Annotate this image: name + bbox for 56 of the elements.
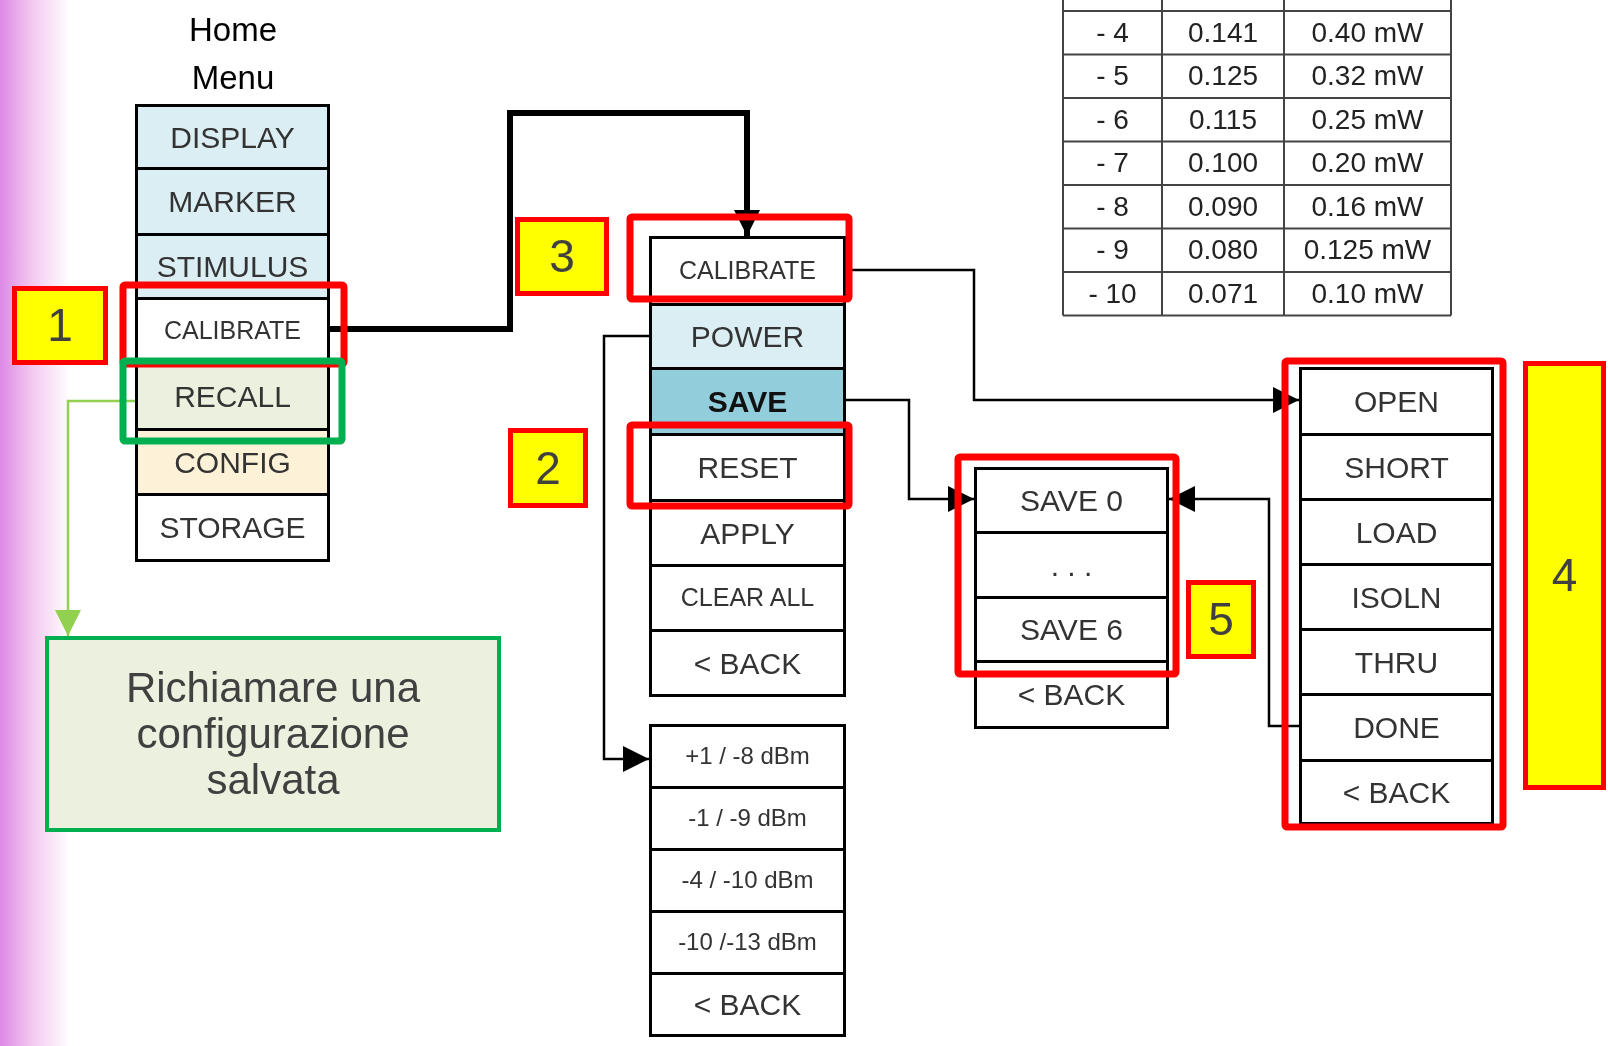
- menu-item: OPEN: [1299, 367, 1494, 436]
- menu-item: SAVE 0: [974, 467, 1169, 534]
- table-cell-text: 0.40 mW: [1310, 15, 1425, 50]
- arrow: [846, 398, 974, 512]
- table-cell-text: - 9: [1095, 233, 1130, 268]
- menu-item: -4 / -10 dBm: [649, 848, 846, 913]
- table-cell-text: 0.10 mW: [1310, 276, 1425, 311]
- table-cell-text: 0.16 mW: [1310, 189, 1425, 224]
- menu-item: RESET: [649, 433, 846, 502]
- menu-item: DISPLAY: [135, 104, 330, 170]
- menu-item: MARKER: [135, 167, 330, 236]
- arrow: [330, 110, 760, 332]
- step-number-box: 5: [1186, 580, 1256, 659]
- menu-item: +1 / -8 dBm: [649, 724, 846, 789]
- menu-item: SAVE 6: [974, 596, 1169, 663]
- table-cell-text: 0.141: [1186, 15, 1260, 50]
- table-cell-text: 0.125 mW: [1302, 233, 1433, 268]
- table-cell-text: 0.080: [1186, 233, 1260, 268]
- menu-item: . . .: [974, 531, 1169, 599]
- menu-item: -10 /-13 dBm: [649, 910, 846, 975]
- table-cell-text: 0.100: [1186, 146, 1260, 181]
- arrow: [1169, 486, 1299, 728]
- menu-item: < BACK: [649, 972, 846, 1037]
- menu-item: POWER: [649, 303, 846, 370]
- note-box: Richiamare una configurazione salvata: [45, 636, 501, 832]
- menu-item: DONE: [1299, 693, 1494, 762]
- arrow: [602, 334, 649, 772]
- menu-item: LOAD: [1299, 498, 1494, 566]
- menu-item: STORAGE: [135, 493, 330, 562]
- menu-item: THRU: [1299, 628, 1494, 696]
- step-number-box: 3: [515, 217, 609, 296]
- table-cell-text: 0.32 mW: [1310, 59, 1425, 94]
- menu-item: CLEAR ALL: [649, 564, 846, 632]
- step-number-box: 2: [508, 428, 588, 508]
- menu-item: < BACK: [649, 629, 846, 697]
- table-cell-text: - 4: [1095, 15, 1130, 50]
- table-cell-text: - 10: [1087, 276, 1138, 311]
- menu-title: Home Menu: [188, 10, 278, 98]
- menu-item: -1 / -9 dBm: [649, 786, 846, 851]
- table-cell-text: - 5: [1095, 59, 1130, 94]
- table-cell-text: 0.25 mW: [1310, 102, 1425, 137]
- arrow: [55, 399, 135, 636]
- menu-item: < BACK: [1299, 759, 1494, 825]
- step-number-box: 1: [12, 286, 108, 365]
- table-cell-text: 0.090: [1186, 189, 1260, 224]
- menu-item: SHORT: [1299, 433, 1494, 501]
- step-number-box: 4: [1523, 361, 1606, 790]
- menu-item: < BACK: [974, 660, 1169, 729]
- menu-item: ISOLN: [1299, 563, 1494, 631]
- table-cell-text: - 7: [1095, 146, 1130, 181]
- table-cell-text: 0.115: [1188, 102, 1258, 137]
- table-cell-text: 0.20 mW: [1310, 146, 1425, 181]
- table-cell-text: - 8: [1095, 189, 1130, 224]
- table-cell-text: 0.071: [1186, 276, 1260, 311]
- table-cell-text: - 6: [1095, 102, 1130, 137]
- table-cell-text: 0.125: [1186, 59, 1260, 94]
